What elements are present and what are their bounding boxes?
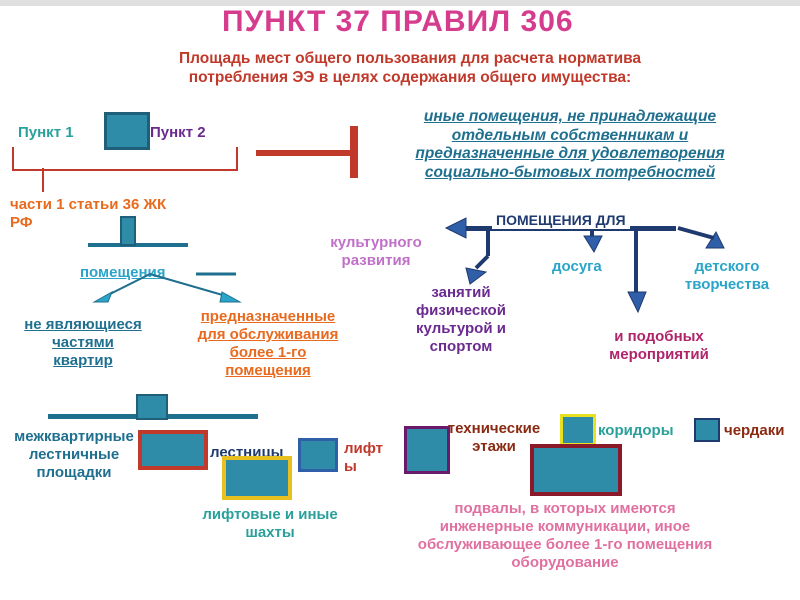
- bracket: [12, 147, 238, 171]
- square-marker-icon: [104, 112, 150, 150]
- connector-node: [120, 216, 136, 246]
- other-premises-text: иные помещения, не принадлежащие отдельн…: [415, 108, 725, 181]
- square-marker-icon: [694, 418, 720, 442]
- square-marker-icon: [404, 426, 450, 474]
- square-marker-icon: [222, 456, 292, 500]
- punkt2-label: Пункт 2: [150, 124, 206, 141]
- punkt1-label: Пункт 1: [18, 124, 74, 141]
- law-reference: части 1 статьи 36 ЖК РФ: [10, 196, 167, 231]
- cultural-development: культурного развития: [330, 234, 422, 269]
- leisure: досуга: [552, 258, 602, 275]
- subtitle: Площадь мест общего пользования для расч…: [178, 50, 642, 86]
- premises-for-arrows: [444, 217, 725, 314]
- square-marker-icon: [530, 444, 622, 496]
- arrow-right-icon: [256, 150, 356, 156]
- similar-events: и подобных мероприятий: [609, 328, 709, 363]
- top-bar: [0, 0, 800, 6]
- attics: чердаки: [724, 422, 785, 439]
- corridors: коридоры: [598, 422, 674, 439]
- lifts: лифт ы: [344, 440, 384, 475]
- square-marker-icon: [560, 414, 596, 446]
- not-parts-of-apartments: не являющиеся частями квартир: [24, 316, 142, 369]
- page-title: ПУНКТ 37 ПРАВИЛ 306: [222, 5, 574, 38]
- basements: подвалы, в которых имеются инженерные ко…: [417, 500, 713, 571]
- arrow-head: [350, 126, 358, 178]
- lift-shafts: лифтовые и иные шахты: [202, 506, 338, 541]
- connector-node: [136, 394, 168, 420]
- square-marker-icon: [298, 438, 338, 472]
- branch-lines: [92, 272, 242, 303]
- technical-floors: технические этажи: [447, 420, 541, 455]
- childrens-creativity: детского творчества: [684, 258, 770, 293]
- interapartment-landings: межквартирные лестничные площадки: [14, 428, 134, 481]
- connector-line: [88, 243, 188, 247]
- premises-for-label: ПОМЕЩЕНИЯ ДЛЯ: [492, 212, 630, 229]
- connector-line: [42, 168, 44, 192]
- for-service-of-premises: предназначенные для обслуживания более 1…: [197, 308, 339, 379]
- sport-activities: занятий физической культурой и спортом: [416, 284, 506, 355]
- square-marker-icon: [138, 430, 208, 470]
